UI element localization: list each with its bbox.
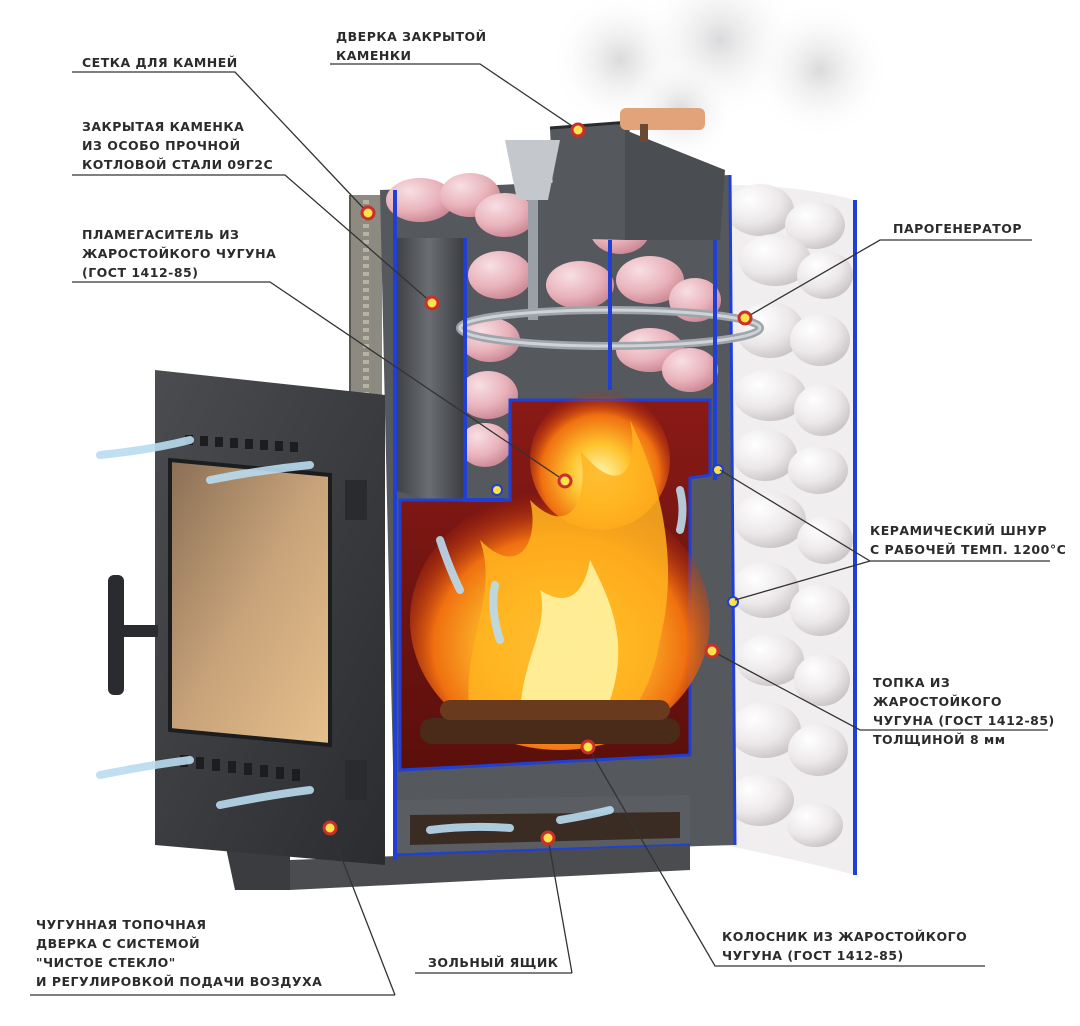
callout-dot-stone-mesh — [360, 205, 376, 221]
label-line: ЖАРОСТОЙКОГО — [873, 694, 1002, 709]
callout-dots — [322, 122, 753, 846]
label-line: "ЧИСТОЕ СТЕКЛО" — [36, 955, 176, 970]
airflow-arrows — [96, 436, 687, 834]
leader-lines — [30, 63, 1050, 996]
label-firebox: ТОПКА ИЗ ЖАРОСТОЙКОГО ЧУГУНА (ГОСТ 1412-… — [873, 673, 1055, 749]
label-closed-heater: ЗАКРЫТАЯ КАМЕНКА ИЗ ОСОБО ПРОЧНОЙ КОТЛОВ… — [82, 117, 273, 174]
fire-door — [108, 370, 385, 865]
callout-dot-steam-generator — [737, 310, 753, 326]
label-line: ЧУГУНА (ГОСТ 1412-85) — [722, 948, 904, 963]
label-line: ТОЛЩИНОЙ 8 мм — [873, 732, 1006, 747]
heater-closed-door — [549, 108, 725, 240]
label-line: И РЕГУЛИРОВКОЙ ПОДАЧИ ВОЗДУХА — [36, 974, 323, 989]
label-closed-door: ДВЕРКА ЗАКРЫТОЙ КАМЕНКИ — [336, 27, 487, 65]
jacket-stones — [726, 184, 853, 847]
callout-dot-grate — [580, 739, 596, 755]
label-steam-generator: ПАРОГЕНЕРАТОР — [893, 219, 1022, 238]
label-stone-mesh: СЕТКА ДЛЯ КАМНЕЙ — [82, 53, 238, 72]
label-line: ТОПКА ИЗ — [873, 675, 951, 690]
ceramic-cord-seals — [393, 190, 717, 860]
callout-dot-firebox — [704, 643, 720, 659]
label-line: ЗОЛЬНЫЙ ЯЩИК — [428, 955, 559, 970]
label-line: ПАРОГЕНЕРАТОР — [893, 221, 1023, 236]
label-line: ДВЕРКА С СИСТЕМОЙ — [36, 936, 201, 951]
callout-dot-fire-door — [322, 820, 338, 836]
firewood-logs — [420, 700, 680, 744]
label-flame-damper: ПЛАМЕГАСИТЕЛЬ ИЗ ЖАРОСТОЙКОГО ЧУГУНА (ГО… — [82, 225, 276, 282]
label-line: КОТЛОВОЙ СТАЛИ 09Г2С — [82, 157, 274, 172]
label-line: ПЛАМЕГАСИТЕЛЬ ИЗ — [82, 227, 240, 242]
label-ash-box: ЗОЛЬНЫЙ ЯЩИК — [428, 953, 559, 972]
callout-dot-ash-box — [540, 830, 556, 846]
ash-box — [394, 795, 691, 857]
label-line: СЕТКА ДЛЯ КАМНЕЙ — [82, 55, 238, 70]
label-line: С РАБОЧЕЙ ТЕМП. 1200°С — [870, 542, 1067, 557]
label-grate: КОЛОСНИК ИЗ ЖАРОСТОЙКОГО ЧУГУНА (ГОСТ 14… — [722, 927, 967, 965]
callout-dot-closed-door — [570, 122, 586, 138]
label-line: ЧУГУНА (ГОСТ 1412-85) — [873, 713, 1055, 728]
label-ceramic-cord: КЕРАМИЧЕСКИЙ ШНУР С РАБОЧЕЙ ТЕМП. 1200°С — [870, 521, 1066, 559]
label-fire-door: ЧУГУННАЯ ТОПОЧНАЯ ДВЕРКА С СИСТЕМОЙ "ЧИС… — [36, 915, 322, 991]
label-line: ЖАРОСТОЙКОГО ЧУГУНА — [82, 246, 277, 261]
label-line: КАМЕНКИ — [336, 48, 412, 63]
label-line: КЕРАМИЧЕСКИЙ ШНУР — [870, 523, 1047, 538]
label-line: ЧУГУННАЯ ТОПОЧНАЯ — [36, 917, 207, 932]
callout-dot-flame-damper — [557, 473, 573, 489]
label-line: ЗАКРЫТАЯ КАМЕНКА — [82, 119, 245, 134]
label-line: ИЗ ОСОБО ПРОЧНОЙ — [82, 138, 241, 153]
label-line: КОЛОСНИК ИЗ ЖАРОСТОЙКОГО — [722, 929, 968, 944]
callout-dot-closed-heater — [424, 295, 440, 311]
fire-flames — [410, 390, 710, 750]
label-line: ДВЕРКА ЗАКРЫТОЙ — [336, 29, 487, 44]
label-line: (ГОСТ 1412-85) — [82, 265, 199, 280]
water-cup — [505, 140, 560, 320]
